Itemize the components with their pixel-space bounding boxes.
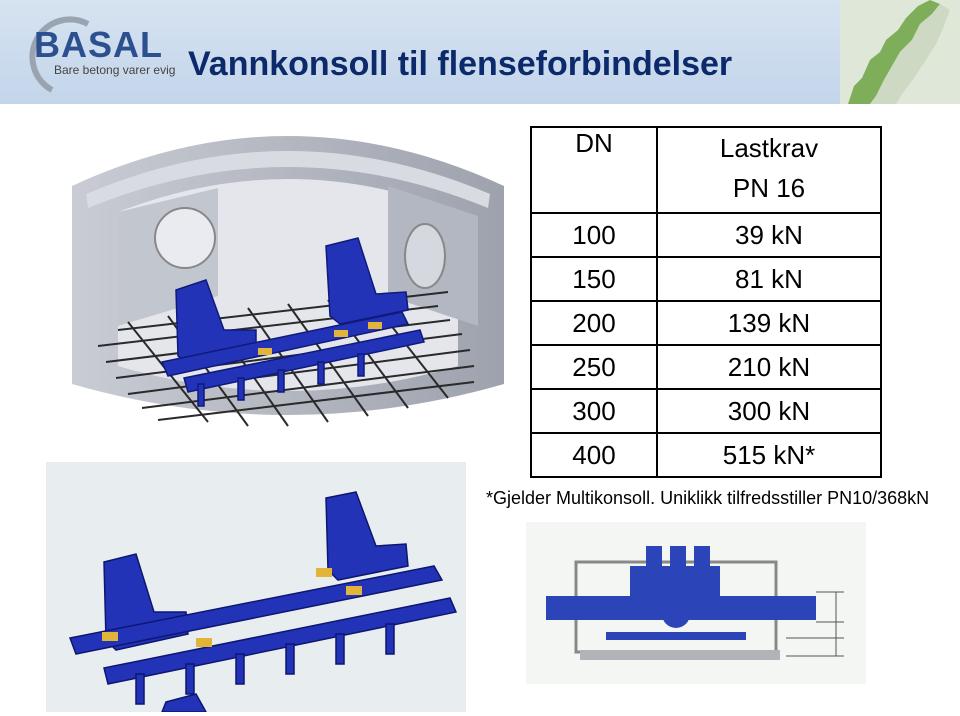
basal-logo bbox=[29, 16, 90, 93]
cell-dn: 400 bbox=[530, 432, 658, 478]
header-dn: DN bbox=[530, 126, 658, 214]
cell-dn: 100 bbox=[530, 212, 658, 258]
cell-load: 300 kN bbox=[656, 388, 882, 434]
cell-dn: 250 bbox=[530, 344, 658, 390]
cell-load: 139 kN bbox=[656, 300, 882, 346]
logo-wordmark: BASAL bbox=[34, 24, 163, 65]
cell-load: 210 kN bbox=[656, 344, 882, 390]
header-banner: BASAL Bare betong varer evig Vannkonsoll… bbox=[0, 0, 960, 104]
section-drawing bbox=[526, 522, 866, 684]
header-load-line1: Lastkrav bbox=[719, 133, 819, 163]
header-load-line2: PN 16 bbox=[732, 173, 806, 203]
cell-dn: 200 bbox=[530, 300, 658, 346]
table-row: 150 81 kN bbox=[530, 256, 882, 302]
table-header-row: DN Lastkrav PN 16 bbox=[530, 126, 882, 214]
table-row: 300 300 kN bbox=[530, 388, 882, 434]
table-row: 100 39 kN bbox=[530, 212, 882, 258]
table-row: 400 515 kN* bbox=[530, 432, 882, 478]
chamber-with-brackets-image bbox=[72, 136, 504, 427]
cell-load: 39 kN bbox=[656, 212, 882, 258]
header-load: Lastkrav PN 16 bbox=[656, 126, 882, 214]
load-requirement-table: DN Lastkrav PN 16 100 39 kN 150 81 kN 20… bbox=[530, 126, 882, 478]
table-row: 200 139 kN bbox=[530, 300, 882, 346]
table-row: 250 210 kN bbox=[530, 344, 882, 390]
footnote: *Gjelder Multikonsoll. Uniklikk tilfreds… bbox=[486, 488, 930, 508]
cell-dn: 150 bbox=[530, 256, 658, 302]
page-title: Vannkonsoll til flenseforbindelser bbox=[188, 45, 733, 83]
norway-map-image bbox=[840, 0, 960, 104]
bracket-assembly-render bbox=[46, 462, 466, 712]
cell-dn: 300 bbox=[530, 388, 658, 434]
logo-tagline: Bare betong varer evig bbox=[54, 63, 176, 77]
cell-load: 515 kN* bbox=[656, 432, 882, 478]
cell-load: 81 kN bbox=[656, 256, 882, 302]
